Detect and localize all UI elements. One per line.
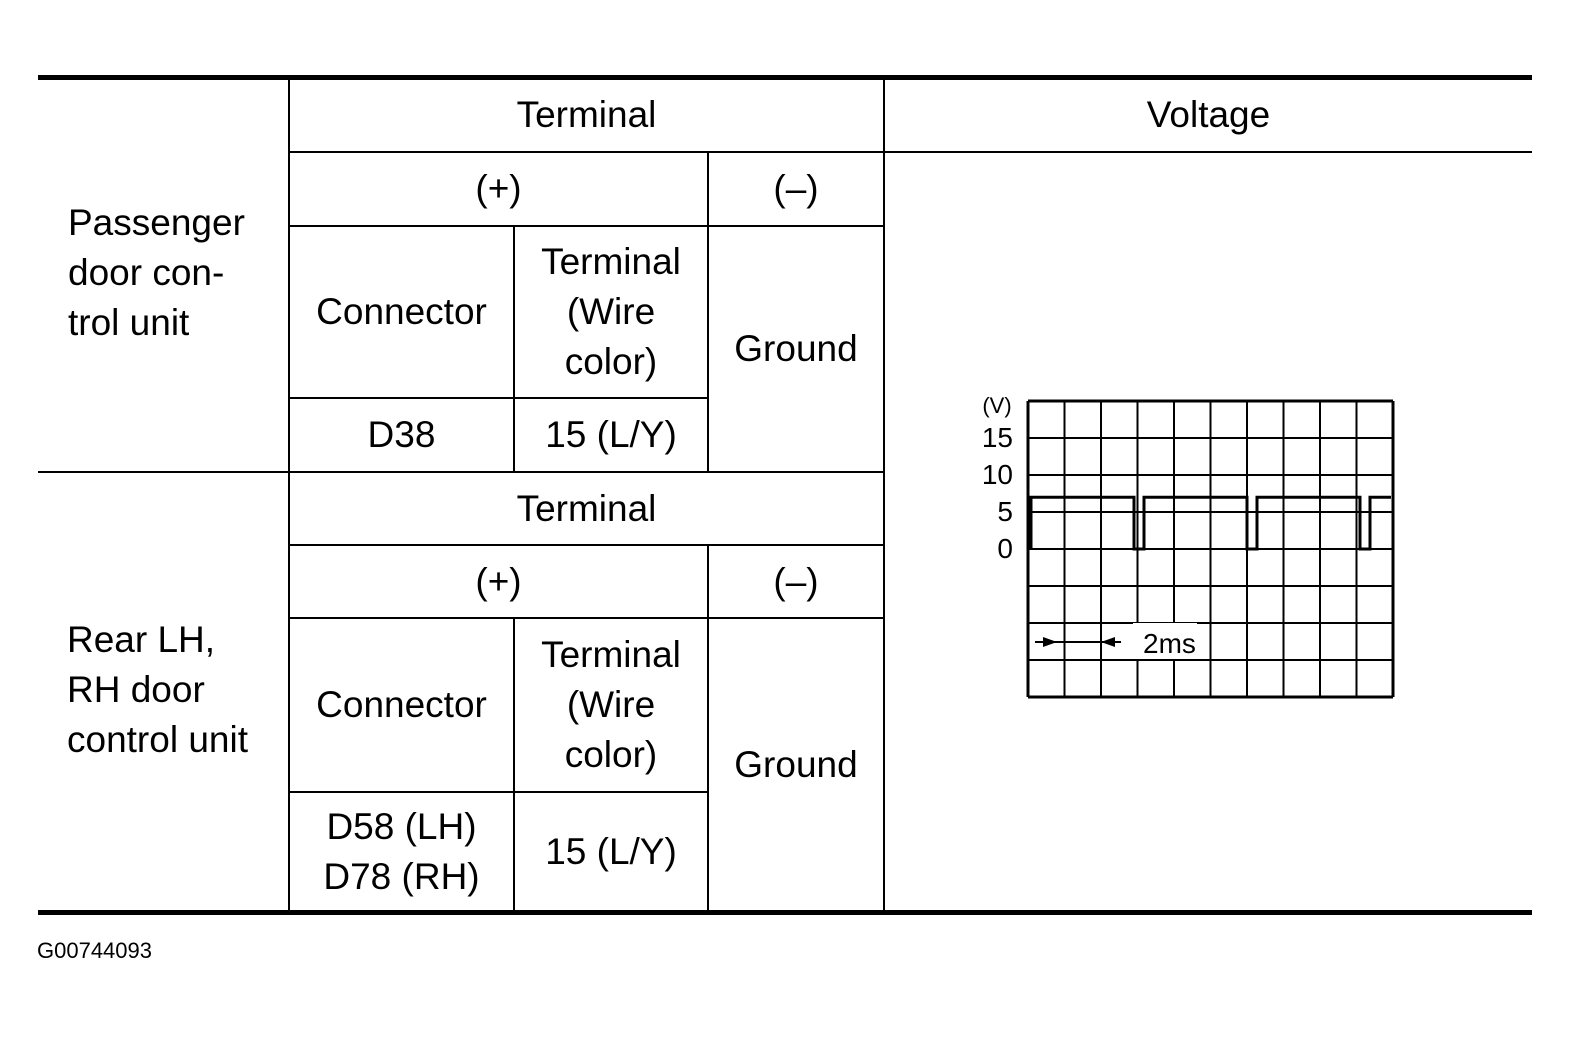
rule-polarity-bottom: [288, 225, 884, 227]
rule-polarity2-bottom: [288, 617, 884, 619]
rule-terminal-header-bottom: [288, 151, 1532, 153]
rule-col-header-bottom: [288, 397, 708, 399]
rule-col-header2-bottom: [288, 791, 708, 793]
row1-plus-header: (+): [475, 168, 522, 209]
waveform-y-tick-15: 15: [982, 422, 1013, 453]
row1-connector-header: Connector: [316, 291, 487, 332]
row1-connector-value: D38: [367, 414, 436, 455]
waveform-trace: [1029, 495, 1391, 551]
waveform-y-tick-10: 10: [982, 459, 1013, 490]
terminal-header: Terminal: [516, 93, 657, 135]
row2-unit-name: Rear LH, RH door control unit: [67, 619, 248, 760]
rule-connector-column-top: [513, 225, 515, 472]
row1-minus-header: (–): [773, 168, 819, 209]
row2-connector-header: Connector: [316, 684, 487, 725]
row2-minus-header: (–): [773, 560, 819, 602]
rule-connector-column-bottom: [513, 617, 515, 911]
row2-terminal-header: Terminal: [516, 487, 657, 529]
rule-voltage-column: [883, 78, 885, 911]
table-bottom-rule: [38, 910, 1532, 915]
row2-connector-value: D58 (LH) D78 (RH): [323, 805, 480, 897]
rule-unit-column: [288, 78, 290, 911]
figure-id: G00744093: [37, 938, 152, 963]
rule-row-separator: [38, 471, 884, 473]
rule-negative-column-bottom: [707, 544, 709, 911]
row2-terminal-value: 15 (L/Y): [545, 830, 677, 872]
row2-plus-header: (+): [475, 560, 522, 602]
row1-terminal-wire-header: Terminal (Wire color): [541, 241, 681, 382]
waveform-grid: [1026, 399, 1395, 699]
waveform-y-tick-0: 0: [997, 533, 1013, 564]
row1-ground: Ground: [734, 328, 858, 369]
rule-negative-column-top: [707, 151, 709, 472]
waveform-unit-label: (V): [982, 393, 1011, 418]
row1-unit-name: Passenger door con- trol unit: [68, 202, 245, 343]
row2-terminal-wire-header: Terminal (Wire color): [541, 634, 681, 775]
voltage-waveform: (V) 15 10 5 0 2ms: [975, 385, 1415, 705]
table-top-rule: [38, 75, 1532, 80]
voltage-header: Voltage: [1146, 93, 1271, 135]
row1-terminal-value: 15 (L/Y): [545, 414, 677, 455]
time-scale-label: 2ms: [1143, 628, 1196, 659]
waveform-y-tick-5: 5: [997, 496, 1013, 527]
rule-terminal2-bottom: [288, 544, 884, 546]
time-scale-indicator: 2ms: [1035, 623, 1197, 659]
row2-ground: Ground: [734, 743, 858, 785]
